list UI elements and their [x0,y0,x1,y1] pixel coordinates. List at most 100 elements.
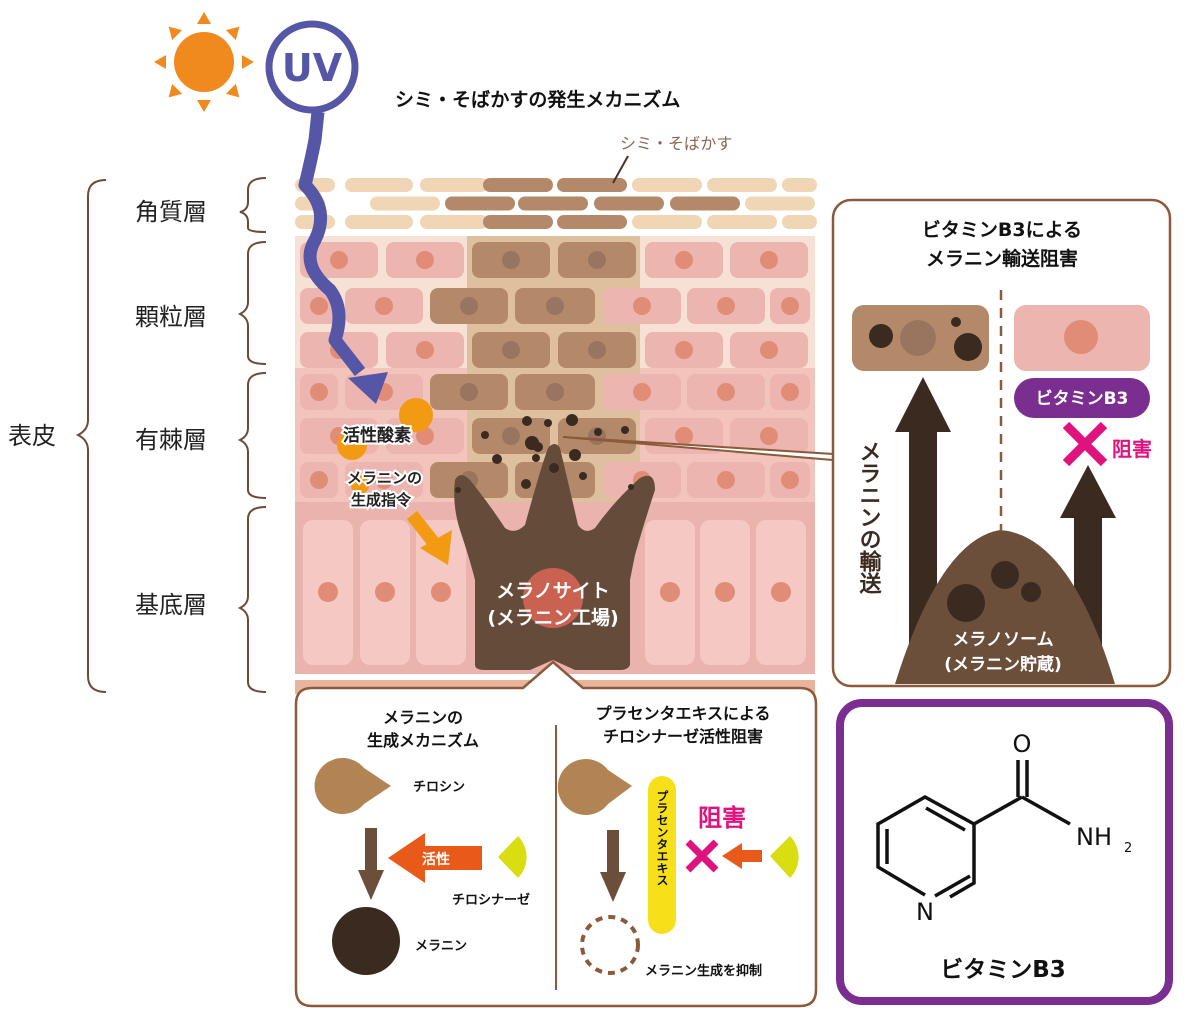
spinosum-bracket [237,372,267,499]
melanocyte-label-2: (メラニン工場) [487,607,618,629]
mechanism-title-2: 生成メカニズム [367,731,479,750]
cell-nucleus [717,297,735,315]
basal-cell-nucleus [771,582,791,602]
corneum-cell [483,215,553,229]
placenta-tyrosine-icon [557,759,632,816]
activity-label: 活性 [422,851,450,868]
atom-nh2-subscript: 2 [1124,841,1132,856]
corneum-cell [518,196,588,211]
nicotinamide-structure [876,760,1071,899]
layer-label-spinosum: 有棘層 [135,426,207,454]
corneum-cell [445,196,515,211]
layer-brackets [75,177,267,693]
melanin-order-arrow [406,510,452,565]
melanin-granule [549,463,559,473]
cell-nucleus [460,297,478,315]
cell-nucleus [760,251,778,269]
atom-oxygen: O [1013,730,1032,758]
cell-nucleus [416,341,434,359]
uv-label: UV [282,46,343,90]
layer-label-corneum: 角質層 [135,198,207,226]
suppression-label: メラニン生成を抑制 [645,963,762,979]
cell-nucleus [675,427,693,445]
corneum-cell [782,215,817,229]
corneum-cell [782,178,817,192]
diagram-title: シミ・そばかすの発生メカニズム [395,88,680,111]
conversion-arrow [358,828,384,900]
sun-ray [168,83,183,98]
cell-nucleus [781,383,799,401]
basal-cell-nucleus [375,582,395,602]
cell-nucleus [781,471,799,489]
placenta-title-1: プラセンタエキスによる [595,704,770,723]
vitamin-panel-title-1: ビタミンB3による [922,219,1082,241]
uv-icon [265,20,388,404]
cell-nucleus [310,471,328,489]
melanin-granule [594,428,602,436]
cell-nucleus [502,251,520,269]
melanin-granule [533,442,543,452]
vitamin-inhibit-label: 阻害 [1112,437,1152,461]
melanin-order-label-2: 生成指令 [351,491,412,509]
layer-label-basale: 基底層 [135,591,207,619]
basal-cell-nucleus [715,582,735,602]
cell-nucleus [375,471,393,489]
melanin-granule [628,484,634,490]
melanin-granules [455,414,634,493]
corneum-cell [707,178,777,192]
corneum-cell [707,215,777,229]
melanin-granule [544,419,552,427]
cell-nucleus [502,341,520,359]
spot-leader-line [612,155,629,184]
cell-nucleus [588,251,606,269]
melanocyte-label-1: メラノサイト [496,580,610,602]
vitamin-b3-badge [1014,378,1150,418]
structure-caption: ビタミンB3 [940,957,1066,983]
corneum-cell [594,196,664,211]
melanin-granule [522,416,532,426]
basal-cell-nucleus [318,582,338,602]
melanosome [895,530,1115,684]
corneum-cell [345,178,413,192]
basale-bracket [237,506,267,693]
cell-nucleus [588,341,606,359]
cell-nucleus [633,297,651,315]
activity-arrow [388,833,482,883]
tyrosine-icon [314,758,391,815]
melanin-granule [532,454,540,462]
cell-nucleus [502,427,520,445]
sun-ray [225,83,240,98]
structure-panel [836,699,1173,1005]
layer-label-granulosum: 顆粒層 [135,303,207,331]
spot-label: シミ・そばかす [620,134,732,153]
placenta-title-2: チロシナーゼ活性阻害 [603,727,763,746]
atom-nitrogen: N [916,898,934,926]
cell-nucleus [546,297,564,315]
cell-nucleus [760,427,778,445]
corneum-cell [345,215,413,229]
cell-nucleus [310,297,328,315]
cell-nucleus [781,297,799,315]
melanin-granule [455,487,461,493]
tyrosine-label: チロシン [413,780,465,795]
stratum-corneum-cells [295,178,817,229]
placenta-extract-bar [648,776,676,934]
granulosum-bracket [237,241,267,365]
melanin-granule [521,479,531,489]
sun-ray [168,26,183,41]
corneum-cell [557,178,627,192]
inhibit-x-icon [1062,421,1108,467]
epidermis-bracket [75,179,107,693]
corneum-cell [632,215,702,229]
sun-ray [154,55,166,69]
placenta-tyrosinase-icon [770,836,799,878]
tyrosinase-label: チロシナーゼ [452,892,530,908]
suppressed-melanin-icon [580,915,640,975]
cell-nucleus [717,383,735,401]
cell-nucleus [375,297,393,315]
epidermis-label: 表皮 [8,422,56,450]
vitamin-panel-title-2: メラニン輸送阻害 [926,247,1078,270]
corneum-cell [483,178,553,192]
sun-ray [242,55,254,69]
corneum-cell [370,196,440,211]
